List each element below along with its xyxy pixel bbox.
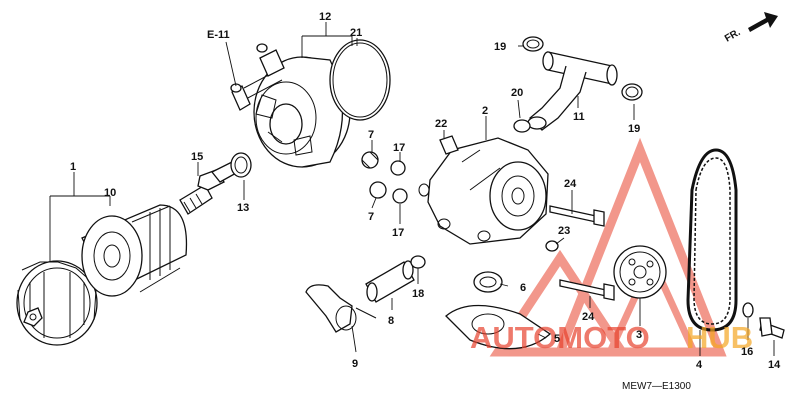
- callout-8: 8: [388, 315, 394, 327]
- collar-7-upper: [361, 151, 379, 169]
- o-ring-21: [329, 39, 391, 121]
- bolt-23: [545, 240, 559, 252]
- callout-21: 21: [350, 27, 362, 39]
- callout-7-lower: 7: [368, 211, 374, 223]
- pump-sprocket-3: [613, 245, 667, 299]
- callout-7-upper: 7: [368, 129, 374, 141]
- callout-18: 18: [412, 288, 424, 300]
- oil-filter-cover: [16, 260, 98, 346]
- watermark-brand-part2: HUB: [686, 320, 753, 355]
- dowel-pin-22: [439, 135, 459, 155]
- callout-2: 2: [482, 105, 488, 117]
- front-direction-indicator: FR.: [723, 12, 778, 45]
- callout-4: 4: [696, 359, 703, 371]
- callout-3: 3: [636, 329, 642, 341]
- pipe-seal-19-top: [522, 36, 544, 52]
- callout-9: 9: [352, 358, 358, 370]
- callout-19-right: 19: [628, 123, 640, 135]
- callout-10: 10: [104, 187, 116, 199]
- o-ring-17-lower: [392, 188, 408, 204]
- callout-23: 23: [558, 225, 570, 237]
- bolt-24-lower: [559, 279, 615, 301]
- watermark-text: AUTOMOTO HUB: [470, 320, 753, 355]
- watermark-brand-part1: AUTOMOTO: [470, 320, 650, 355]
- oil-filter-boss-bolt: [179, 161, 239, 215]
- bolt-24-upper: [549, 205, 605, 227]
- baffle-plate-5: [445, 304, 552, 350]
- callout-13: 13: [237, 202, 249, 214]
- callout-6: 6: [520, 282, 526, 294]
- watermark-triangle-inner: [604, 251, 700, 356]
- reference-label: E-11: [207, 29, 230, 41]
- callout-24-lower: 24: [582, 311, 595, 323]
- front-arrow-icon: [748, 12, 778, 32]
- front-label: FR.: [723, 27, 743, 45]
- callout-17-lower: 17: [392, 227, 404, 239]
- watermark-logo: [489, 137, 727, 357]
- joint-pipe-8: [365, 260, 415, 303]
- drain-bolt-hex: [23, 307, 43, 327]
- callout-12: 12: [319, 11, 331, 23]
- oil-pump-assembly: [418, 137, 549, 245]
- drive-chain-4: [686, 148, 738, 332]
- callout-19-top: 19: [494, 41, 506, 53]
- leader-lines: [49, 22, 775, 356]
- o-ring-17-upper: [390, 160, 406, 176]
- callout-5: 5: [554, 333, 560, 345]
- collar-7-lower: [369, 181, 387, 199]
- callout-16: 16: [741, 346, 753, 358]
- oil-pipe-11: [527, 51, 618, 131]
- callout-22: 22: [435, 118, 447, 130]
- oil-filter-cartridge: [81, 204, 188, 297]
- pipe-seal-19-right: [621, 83, 643, 101]
- callout-14: 14: [768, 359, 781, 371]
- o-ring-20: [513, 119, 531, 133]
- callout-labels: E-11 1 10 15 13 12 21 19 20 11 19 2 22 7…: [70, 11, 781, 392]
- o-ring-13: [230, 152, 252, 178]
- callout-17-upper: 17: [393, 142, 405, 154]
- diagram-code: MEW7—E1300: [622, 381, 691, 392]
- bolt-14: [759, 317, 785, 339]
- callout-20: 20: [511, 87, 523, 99]
- callout-11: 11: [573, 111, 585, 123]
- callout-24-upper: 24: [564, 178, 577, 190]
- washer-16: [742, 302, 754, 318]
- oil-cooler: [230, 43, 351, 168]
- oil-strainer-9: [305, 284, 377, 333]
- seal-6: [473, 271, 503, 293]
- callout-15: 15: [191, 151, 203, 163]
- callout-1: 1: [70, 161, 76, 173]
- o-ring-18: [410, 255, 426, 269]
